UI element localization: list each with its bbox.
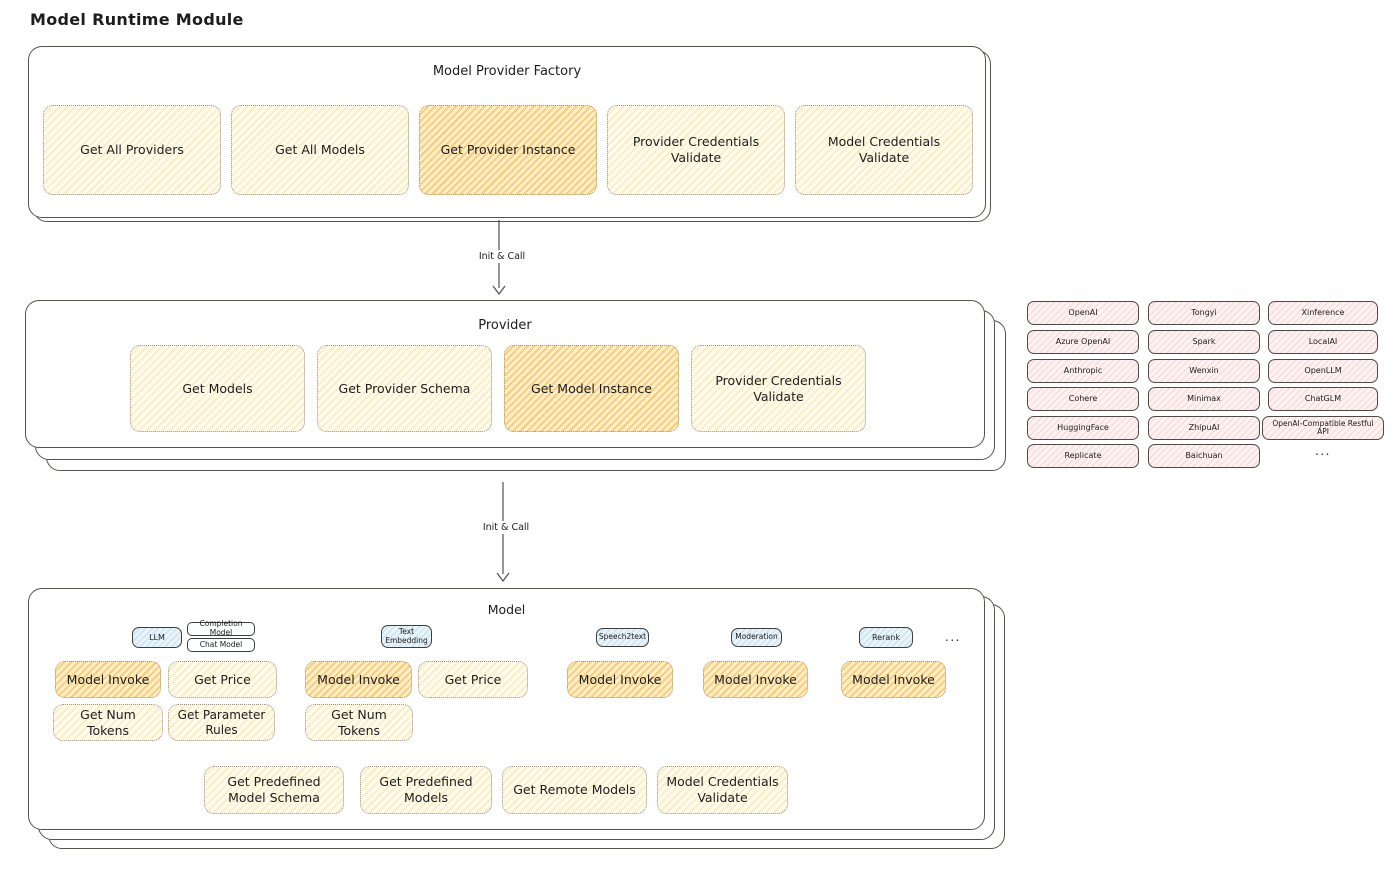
node-llm-model-invoke: Model Invoke bbox=[55, 661, 161, 698]
provider-chip-minimax: Minimax bbox=[1148, 387, 1260, 411]
tag-speech2text: Speech2text bbox=[596, 628, 649, 647]
tag-llm: LLM bbox=[132, 627, 182, 648]
provider-chip-replicate: Replicate bbox=[1027, 444, 1139, 468]
node-provider-credentials-validate-factory: Provider Credentials Validate bbox=[607, 105, 785, 195]
node-llm-get-num-tokens: Get Num Tokens bbox=[53, 704, 163, 741]
node-get-predefined-model-schema: Get Predefined Model Schema bbox=[204, 766, 344, 814]
provider-chip-chatglm: ChatGLM bbox=[1268, 387, 1378, 411]
provider-chip-huggingface: HuggingFace bbox=[1027, 416, 1139, 440]
provider-title: Provider bbox=[478, 318, 532, 333]
model-title: Model bbox=[487, 602, 526, 617]
provider-chip-spark: Spark bbox=[1148, 330, 1260, 354]
factory-title: Model Provider Factory bbox=[432, 64, 582, 79]
node-embedding-get-price: Get Price bbox=[418, 661, 528, 698]
tag-completion-model: Completion Model bbox=[187, 620, 255, 637]
provider-chip-tongyi: Tongyi bbox=[1148, 301, 1260, 325]
node-provider-credentials-validate-provider: Provider Credentials Validate bbox=[691, 345, 866, 432]
provider-chip-azure-openai: Azure OpenAI bbox=[1027, 330, 1139, 354]
node-get-remote-models: Get Remote Models bbox=[502, 766, 647, 814]
node-rerank-model-invoke: Model Invoke bbox=[841, 661, 946, 698]
provider-chip-openai-compatible: OpenAI-Compatible Restful API bbox=[1262, 416, 1384, 440]
provider-chip-openllm: OpenLLM bbox=[1268, 359, 1378, 383]
node-embedding-get-num-tokens: Get Num Tokens bbox=[305, 704, 413, 741]
node-get-provider-instance: Get Provider Instance bbox=[419, 105, 597, 195]
provider-chip-anthropic: Anthropic bbox=[1027, 359, 1139, 383]
provider-list-more: ... bbox=[1315, 444, 1331, 458]
provider-chip-cohere: Cohere bbox=[1027, 387, 1139, 411]
provider-chip-baichuan: Baichuan bbox=[1148, 444, 1260, 468]
node-model-credentials-validate-factory: Model Credentials Validate bbox=[795, 105, 973, 195]
node-moderation-model-invoke: Model Invoke bbox=[703, 661, 808, 698]
node-get-models: Get Models bbox=[130, 345, 305, 432]
provider-chip-xinference: Xinference bbox=[1268, 301, 1378, 325]
provider-chip-openai: OpenAI bbox=[1027, 301, 1139, 325]
node-get-all-models: Get All Models bbox=[231, 105, 409, 195]
arrow1-label: Init & Call bbox=[462, 250, 542, 263]
provider-chip-wenxin: Wenxin bbox=[1148, 359, 1260, 383]
tag-chat-model: Chat Model bbox=[187, 638, 255, 652]
node-get-model-instance: Get Model Instance bbox=[504, 345, 679, 432]
node-embedding-model-invoke: Model Invoke bbox=[305, 661, 412, 698]
tag-rerank: Rerank bbox=[859, 627, 913, 648]
page-title: Model Runtime Module bbox=[30, 10, 244, 29]
node-llm-get-price: Get Price bbox=[168, 661, 277, 698]
provider-chip-localai: LocalAI bbox=[1268, 330, 1378, 354]
node-model-credentials-validate-model: Model Credentials Validate bbox=[657, 766, 788, 814]
node-llm-get-parameter-rules: Get Parameter Rules bbox=[168, 704, 275, 741]
provider-chip-zhipuai: ZhipuAI bbox=[1148, 416, 1260, 440]
node-speech2text-model-invoke: Model Invoke bbox=[567, 661, 673, 698]
node-get-predefined-models: Get Predefined Models bbox=[360, 766, 492, 814]
arrow2-label: Init & Call bbox=[466, 521, 546, 534]
tag-text-embedding: Text Embedding bbox=[381, 625, 432, 648]
tag-moderation: Moderation bbox=[731, 628, 782, 647]
node-get-all-providers: Get All Providers bbox=[43, 105, 221, 195]
node-get-provider-schema: Get Provider Schema bbox=[317, 345, 492, 432]
model-tags-more: ... bbox=[945, 630, 961, 644]
